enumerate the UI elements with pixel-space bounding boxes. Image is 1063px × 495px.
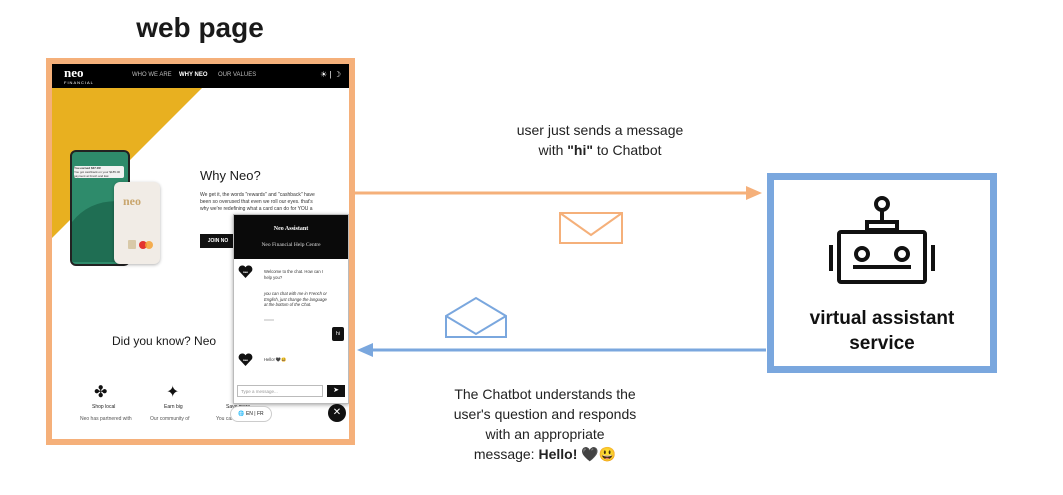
response-arrowhead [357, 343, 373, 357]
request-caption-line1: user just sends a message [516, 122, 684, 138]
site-top-bar: neo FINANCIAL WHO WE ARE WHY NEO OUR VAL… [52, 64, 349, 88]
service-label-line1: virtual assistant [809, 308, 955, 329]
bot-avatar-icon: neo [238, 265, 253, 279]
virtual-assistant-service-box: virtual assistant service [767, 173, 997, 373]
chat-close-icon[interactable]: ✕ [328, 404, 346, 422]
feature-label-shop-local: Shop local [92, 404, 116, 410]
diagram-title: web page [136, 12, 264, 43]
feature-text-shop-local: Neo has partnered with [80, 416, 132, 422]
mastercard-icon [139, 241, 153, 249]
feature-label-earn-big: Earn big [164, 404, 183, 410]
bot-reply-message: Hello! 🖤😃 [264, 357, 287, 362]
request-arrowhead [746, 186, 762, 200]
request-caption-bold: "hi" [567, 142, 593, 158]
chat-title: Neo Assistant [273, 226, 309, 232]
web-page-frame: neo FINANCIAL WHO WE ARE WHY NEO OUR VAL… [46, 58, 355, 445]
request-caption-suffix: to Chatbot [593, 142, 662, 158]
language-toggle[interactable]: 🌐 EN | FR [230, 406, 272, 422]
chat-header: Neo Assistant Neo Financial Help Centre [234, 215, 348, 259]
user-message: hi [332, 327, 344, 341]
bot-avatar-text: neo [243, 270, 248, 274]
bot-welcome-message: Welcome to the chat. How can I help you? [264, 269, 324, 280]
message-timestamp [264, 319, 274, 321]
response-caption: The Chatbot understands the user's quest… [420, 384, 670, 464]
bot-avatar-text: neo [243, 358, 248, 362]
request-caption: user just sends a message with "hi" to C… [480, 120, 720, 160]
card-chip-icon [128, 240, 136, 249]
theme-toggle-icon[interactable]: ☀ | ☽ [320, 70, 341, 79]
chat-widget: Neo Assistant Neo Financial Help Centre … [233, 214, 349, 404]
notification-text: You got cashback on your $185.00 payment… [74, 170, 121, 178]
did-you-know-heading: Did you know? Neo [112, 334, 217, 348]
card-logo: neo [123, 194, 141, 208]
robot-icon [829, 196, 935, 284]
response-caption-bold: Hello! [538, 446, 578, 462]
response-caption-line2: user's question and responds [453, 406, 637, 422]
open-envelope-icon [445, 296, 507, 338]
bot-language-message: you can chat with me in French or Englis… [264, 291, 327, 308]
phone-notification: You earned $37.00! You got cashback on y… [74, 166, 124, 178]
response-caption-line1: The Chatbot understands the [454, 386, 636, 402]
closed-envelope-icon [559, 212, 623, 244]
language-label: EN | FR [245, 411, 264, 417]
neo-logo[interactable]: neo FINANCIAL [64, 65, 94, 88]
nav-our-values[interactable]: OUR VALUES [218, 72, 257, 78]
neo-card-image: neo [114, 182, 160, 264]
nav-why-neo[interactable]: WHY NEO [179, 72, 208, 78]
chat-subtitle: Neo Financial Help Centre [261, 242, 321, 248]
request-caption-prefix: with [538, 142, 568, 158]
nav-who-we-are[interactable]: WHO WE ARE [132, 72, 172, 78]
earn-big-icon: ✦ [166, 384, 180, 401]
shop-local-icon: ✤ [94, 384, 108, 401]
service-label-line2: service [849, 333, 915, 354]
response-caption-line4: message: Hello! 🖤😃 [420, 444, 670, 464]
why-neo-heading: Why Neo? [200, 168, 261, 183]
chat-message-input[interactable]: Type a message... [237, 385, 323, 397]
heart-smiley-emoji: 🖤😃 [581, 446, 617, 462]
why-neo-text: We get it, the words "rewards" and "cash… [200, 192, 315, 212]
globe-icon: 🌐 [238, 411, 245, 417]
feature-text-earn-big: Our community of [150, 416, 190, 422]
logo-sub: FINANCIAL [64, 80, 94, 85]
bot-avatar-icon: neo [238, 353, 253, 367]
notification-title: You earned $37.00! [74, 166, 102, 170]
service-label: virtual assistant service [774, 306, 990, 356]
request-caption-line2: with "hi" to Chatbot [480, 140, 720, 160]
logo-main: neo [64, 65, 84, 80]
send-icon[interactable]: ➤ [327, 385, 345, 397]
join-now-button[interactable]: JOIN NO [200, 234, 236, 248]
response-caption-prefix: message: [473, 446, 539, 462]
response-caption-line3: with an appropriate [485, 426, 605, 442]
